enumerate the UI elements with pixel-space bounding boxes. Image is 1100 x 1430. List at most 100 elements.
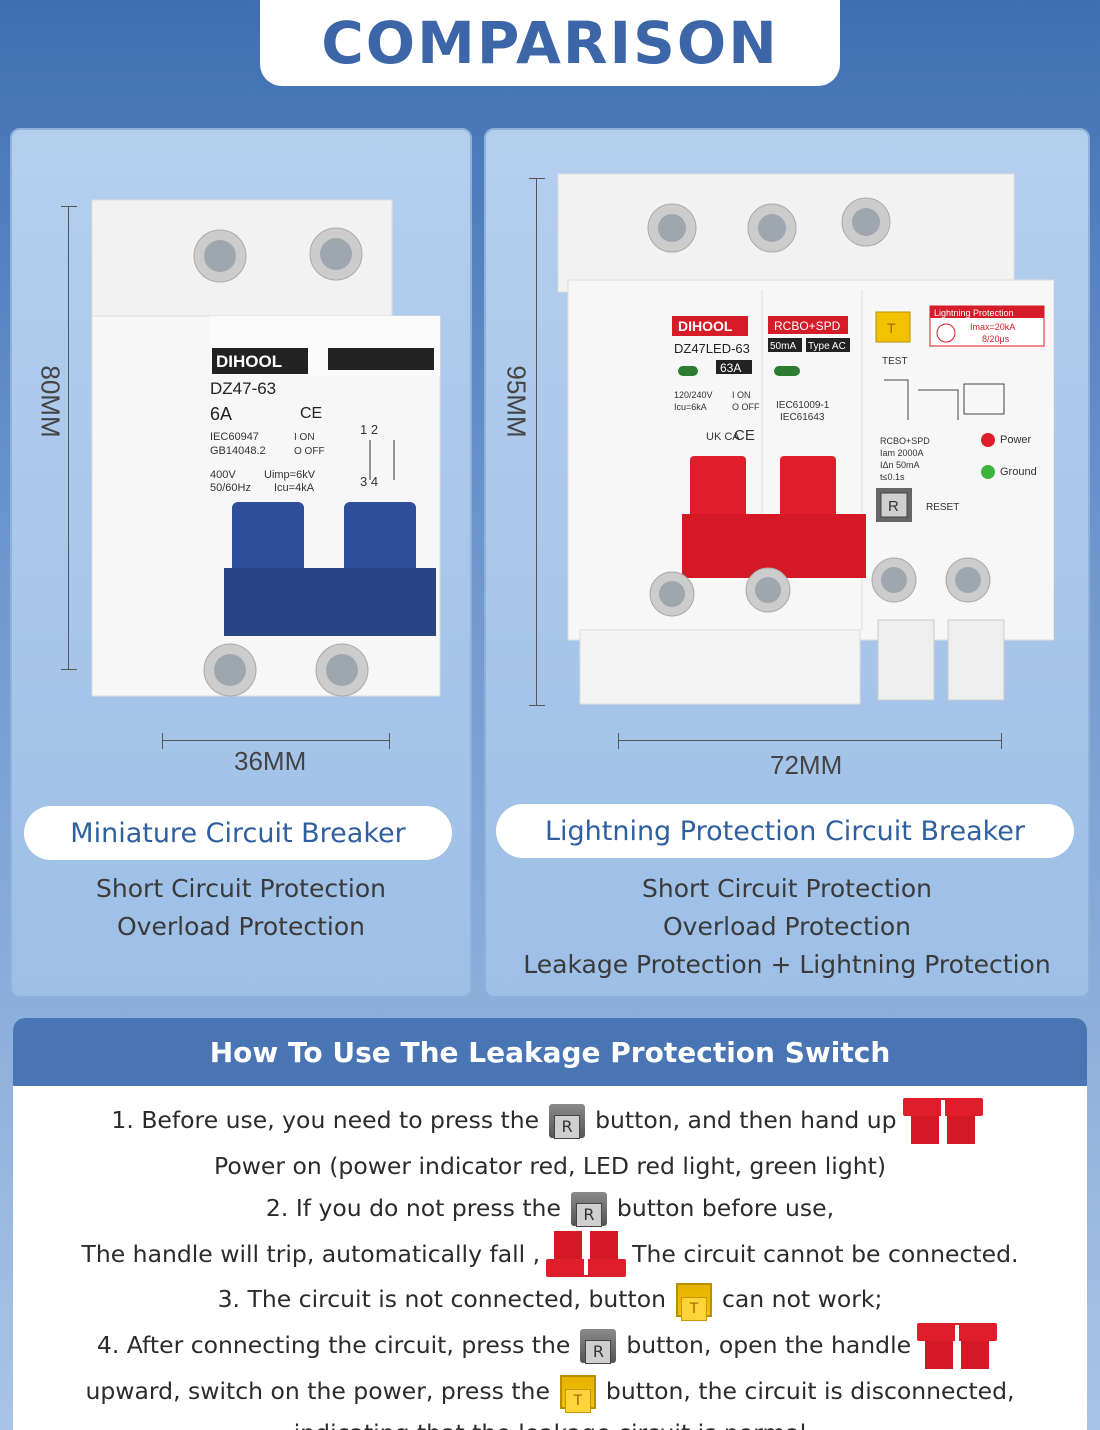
lpcb-features: Short Circuit Protection Overload Protec… xyxy=(486,870,1088,984)
mcb-device-image: DIHOOL DZ47-63 6A CE IEC60947 GB14048.2 … xyxy=(91,199,441,697)
mcb-diagram-top: 1 2 xyxy=(360,422,378,437)
lpcb-ce-mark: CE xyxy=(734,427,755,444)
lpcb-off-label: O OFF xyxy=(732,402,760,412)
howto-title: How To Use The Leakage Protection Switch xyxy=(209,1035,891,1069)
reset-key-label: R xyxy=(575,1202,602,1227)
lpcb-test-label: TEST xyxy=(882,356,908,367)
instruction-text: Power on (power indicator red, LED red l… xyxy=(213,1152,887,1180)
instruction-text: The circuit cannot be connected. xyxy=(632,1239,1019,1268)
howto-header: How To Use The Leakage Protection Switch xyxy=(13,1018,1087,1086)
mcb-std2: GB14048.2 xyxy=(210,445,266,457)
mcb-handle-bar xyxy=(224,568,436,636)
lpcb-ma-badge: 50mA xyxy=(770,341,796,352)
instruction-text: button, the circuit is disconnected, xyxy=(605,1377,1015,1406)
reset-key-icon: R xyxy=(549,1104,586,1139)
reset-key-label: R xyxy=(585,1340,612,1365)
mcb-feature: Overload Protection xyxy=(117,912,365,941)
instruction-text: button, open the handle xyxy=(626,1331,912,1360)
ground-indicator-icon xyxy=(981,465,995,479)
instruction-text: The handle will trip, automatically fall… xyxy=(81,1239,541,1268)
instruction-text: 4. After connecting the circuit, press t… xyxy=(96,1331,571,1360)
test-key-icon: T xyxy=(675,1283,712,1322)
mcb-rating: 6A xyxy=(210,404,232,424)
instruction-text: button, and then hand up xyxy=(595,1106,897,1135)
lpcb-test-key: T xyxy=(887,320,896,336)
reset-key-icon: R xyxy=(580,1329,617,1365)
lpcb-feature: Short Circuit Protection xyxy=(642,874,932,903)
instruction-line: 4. After connecting the circuit, press t… xyxy=(13,1321,1087,1371)
lpcb-spec2: Iam 2000A xyxy=(880,448,924,458)
height-dimension-label: 80MM xyxy=(35,365,66,438)
lpcb-product-name: Lightning Protection Circuit Breaker xyxy=(544,815,1026,847)
page-title: COMPARISON xyxy=(321,9,779,77)
lpcb-icu: Icu=6kA xyxy=(674,402,707,412)
lpcb-power-label: Power xyxy=(1000,434,1032,446)
lpcb-brand: DIHOOL xyxy=(678,318,733,334)
mcb-feature: Short Circuit Protection xyxy=(96,874,386,903)
mcb-diagram-bottom: 3 4 xyxy=(360,474,378,489)
howto-instructions: 1. Before use, you need to press the R b… xyxy=(13,1086,1087,1430)
lpcb-std1: IEC61009-1 xyxy=(776,400,830,411)
width-dimension-label: 36MM xyxy=(234,746,307,776)
lpcb-spec3: IΔn 50mA xyxy=(880,460,920,470)
instruction-line: upward, switch on the power, press the T… xyxy=(13,1371,1087,1413)
mcb-model: DZ47-63 xyxy=(210,379,276,398)
lpcb-spec1: RCBO+SPD xyxy=(880,436,930,446)
mcb-ce-mark: CE xyxy=(300,405,322,422)
mcb-voltage: 400V xyxy=(210,469,236,481)
lpcb-spec4: t≤0.1s xyxy=(880,472,905,482)
instruction-line: The handle will trip, automatically fall… xyxy=(13,1229,1087,1279)
instruction-text: 1. Before use, you need to press the xyxy=(111,1106,540,1135)
mcb-uimp: Uimp=6kV xyxy=(264,469,316,481)
lpcb-imax: Imax=20kA xyxy=(970,322,1015,332)
test-key-icon: T xyxy=(559,1374,596,1413)
test-key-label: T xyxy=(564,1388,591,1413)
instruction-text: indicating that the leakage circuit is n… xyxy=(294,1413,806,1430)
mcb-name-pill: Miniature Circuit Breaker xyxy=(24,806,452,860)
lpcb-feature: Overload Protection xyxy=(663,912,911,941)
lpcb-ground-label: Ground xyxy=(1000,466,1037,478)
height-dimension-line xyxy=(61,206,77,670)
instruction-text: can not work; xyxy=(721,1285,883,1314)
lpcb-reset-key: R xyxy=(888,498,899,515)
handle-down-icon xyxy=(546,1229,627,1279)
lpcb-device-image: DIHOOL DZ47LED-63 63A 120/240V Icu=6kA I… xyxy=(557,173,1054,705)
power-indicator-icon xyxy=(981,433,995,447)
handle-up-icon xyxy=(917,1321,998,1371)
test-key-label: T xyxy=(680,1297,707,1322)
lpcb-ukca-mark: UK CA xyxy=(706,431,740,443)
lpcb-on-label: I ON xyxy=(732,390,751,400)
mcb-panel: 80MM DIHOOL DZ47-63 6A CE IEC60947 GB140… xyxy=(10,128,472,998)
lpcb-name-pill: Lightning Protection Circuit Breaker xyxy=(496,804,1074,858)
lpcb-std2: IEC61643 xyxy=(780,412,825,423)
reset-key-icon: R xyxy=(570,1191,607,1227)
lpcb-voltage: 120/240V xyxy=(674,390,713,400)
mcb-on-label: I ON xyxy=(294,432,315,443)
instruction-text: 2. If you do not press the xyxy=(265,1193,561,1222)
lpcb-model: DZ47LED-63 xyxy=(674,341,750,356)
mcb-std1: IEC60947 xyxy=(210,431,259,443)
lpcb-handle-bar xyxy=(682,514,866,578)
instruction-line: indicating that the leakage circuit is n… xyxy=(13,1413,1087,1430)
handle-up-icon xyxy=(902,1096,983,1146)
lpcb-panel: 95MM DIHOOL DZ47LED-63 63A 120/240V Icu=… xyxy=(484,128,1090,998)
lpcb-rcbo-badge: RCBO+SPD xyxy=(774,319,841,333)
mcb-product-name: Miniature Circuit Breaker xyxy=(70,817,406,849)
reset-key-label: R xyxy=(554,1115,581,1139)
mcb-features: Short Circuit Protection Overload Protec… xyxy=(12,870,470,946)
instruction-line: 3. The circuit is not connected, button … xyxy=(13,1279,1087,1322)
lpcb-rating: 63A xyxy=(720,361,741,375)
height-dimension-line xyxy=(529,178,545,706)
width-dimension-line xyxy=(162,733,390,749)
instruction-line: 1. Before use, you need to press the R b… xyxy=(13,1096,1087,1146)
instruction-line: Power on (power indicator red, LED red l… xyxy=(13,1146,1087,1188)
title-banner: COMPARISON xyxy=(260,0,840,86)
width-dimension-line xyxy=(618,733,1002,749)
mcb-freq: 50/60Hz xyxy=(210,482,251,494)
instruction-text: button before use, xyxy=(616,1193,835,1222)
mcb-icu: Icu=4kA xyxy=(274,482,315,494)
lpcb-lightning-title: Lightning Protection xyxy=(934,308,1014,318)
lpcb-wave: 8/20μs xyxy=(982,334,1010,344)
mcb-brand: DIHOOL xyxy=(216,352,282,371)
lpcb-type-badge: Type AC xyxy=(808,341,846,352)
